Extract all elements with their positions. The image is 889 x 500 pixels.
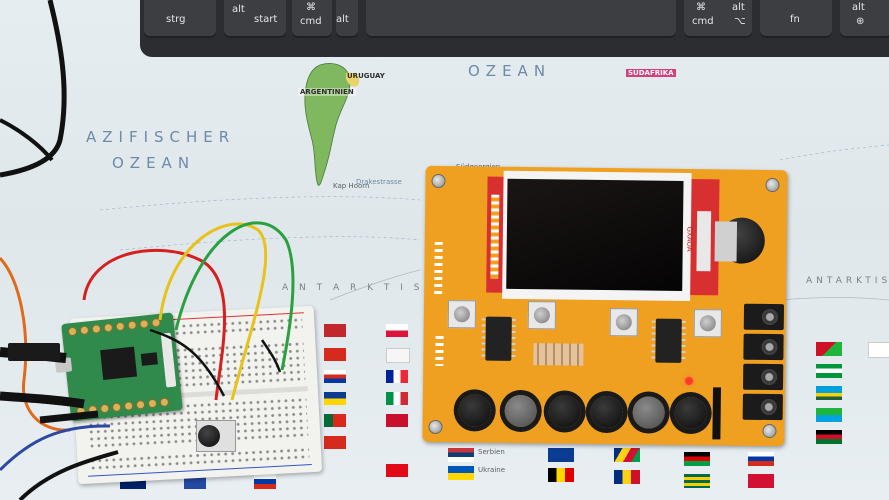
flag-portugal [324, 414, 346, 427]
key-label: alt [336, 14, 349, 25]
yellow-wire [158, 222, 268, 401]
flag [254, 474, 276, 489]
label-antarktis-right: ANTARKTIS [806, 276, 889, 286]
flag-france [386, 370, 408, 383]
flag-rwanda [816, 386, 842, 400]
flag-ukraine [448, 466, 474, 480]
label-suedafrika: SÜDAFRIKA [626, 69, 676, 77]
key-label-top: alt [852, 2, 865, 13]
strg-key[interactable]: strg [144, 0, 216, 38]
flag [816, 364, 842, 378]
flag [614, 470, 640, 484]
key-label-top: ⌘ [696, 2, 706, 13]
key-label: ⌥ [734, 16, 746, 27]
flag [324, 370, 346, 383]
audio-cable-2 [39, 410, 99, 424]
flag [386, 348, 410, 363]
flag [816, 408, 842, 422]
alt-start-key[interactable]: alt start [224, 0, 286, 38]
key-label: cmd [692, 16, 714, 27]
flag [324, 436, 346, 449]
ocean-label-pacific-2: OZEAN [112, 154, 196, 172]
label-serbien: Serbien [478, 448, 505, 456]
audio-cable-1 [0, 391, 85, 409]
red-wire [82, 248, 227, 401]
black-jumper-2 [260, 339, 282, 373]
key-label-top: alt [732, 2, 745, 13]
key-label-top: ⌘ [306, 2, 316, 13]
breadboard-potentiometer-knob[interactable] [198, 425, 220, 447]
key-label: cmd [300, 16, 322, 27]
flag [748, 474, 774, 488]
south-america-shape [304, 63, 360, 186]
flag-turkey [386, 464, 408, 477]
cmd-alt-key-left[interactable]: ⌘ cmd [292, 0, 332, 38]
flag [386, 414, 408, 427]
flag-italy [386, 392, 408, 405]
key-label-top: alt [232, 4, 245, 15]
black-cable-1 [0, 0, 67, 178]
flag [324, 392, 346, 405]
label-ukraine: Ukraine [478, 466, 506, 474]
label-uruguay: URUGUAY [347, 72, 385, 80]
black-cable-2 [0, 118, 54, 162]
fn-key[interactable]: fn [760, 0, 832, 38]
label-drakestrasse: Drakestrasse [356, 178, 402, 186]
cmd-key-right[interactable]: ⌘ cmd alt ⌥ [684, 0, 752, 38]
alt-key-left[interactable]: alt [336, 0, 358, 38]
blue-cable [0, 424, 111, 472]
flag-togo [684, 474, 710, 488]
flag [868, 342, 889, 358]
flag-kenya [816, 430, 842, 444]
label-antarktis-left: A N T A R K T I S [282, 283, 424, 293]
flag-seychelles [614, 448, 640, 462]
flag [548, 468, 574, 482]
label-kap-hoorn: Kap Hoorn [333, 182, 370, 190]
usb-plug [8, 343, 60, 361]
flag [386, 324, 408, 337]
label-argentinien: ARGENTINIEN [298, 88, 356, 96]
space-bar[interactable] [366, 0, 676, 38]
ocean-label-atlantic: OZEAN [468, 62, 552, 80]
keyboard: strg alt start ⌘ cmd alt ⌘ cmd alt ⌥ fn … [140, 0, 889, 57]
flag [684, 452, 710, 466]
flag-switzerland [324, 348, 346, 361]
flag [548, 448, 574, 462]
key-label: start [254, 14, 278, 25]
flag-serbia [448, 448, 474, 462]
black-cable-3 [18, 450, 119, 500]
key-label: ⊕ [856, 16, 865, 27]
orange-cable [0, 256, 71, 432]
flag [324, 324, 346, 337]
black-jumper-1 [149, 328, 226, 397]
key-label: strg [166, 14, 186, 25]
alt-key-far-right[interactable]: alt ⊕ [840, 0, 889, 38]
ocean-label-pacific: AZIFISCHER [86, 128, 236, 146]
flag-burundi [816, 342, 842, 356]
key-label: fn [790, 14, 800, 25]
flag [748, 452, 774, 466]
green-wire [174, 221, 295, 371]
